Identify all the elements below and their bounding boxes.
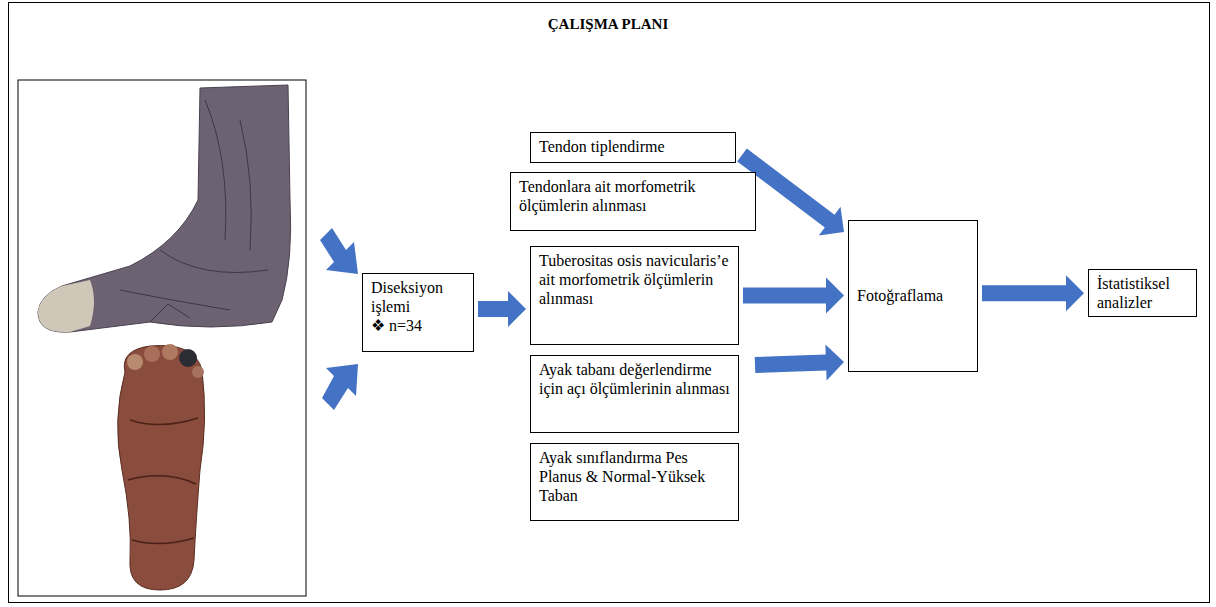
- block-arrow: [982, 275, 1084, 311]
- box-text: Fotoğraflama: [857, 286, 969, 305]
- process-box: Ayak tabanı değerlendirme için açı ölçüm…: [530, 355, 739, 433]
- block-arrow: [478, 291, 526, 327]
- box-text: Tendonlara ait morfometrik ölçümlerin al…: [519, 177, 747, 215]
- analysis-box: İstatistiksel analizler: [1088, 269, 1197, 317]
- block-arrow: [755, 345, 844, 381]
- dissection-box: Diseksiyon işlemi❖ n=34: [362, 273, 474, 352]
- process-box: Ayak sınıflandırma Pes Planus & Normal-Y…: [530, 443, 739, 521]
- box-text: Ayak sınıflandırma Pes Planus & Normal-Y…: [539, 448, 730, 506]
- box-text: Diseksiyon işlemi: [371, 278, 465, 316]
- box-text: Tuberositas osis navicularis’e ait morfo…: [539, 251, 730, 309]
- process-box: Tendonlara ait morfometrik ölçümlerin al…: [510, 172, 756, 231]
- diagram-title: ÇALIŞMA PLANI: [0, 16, 1216, 33]
- box-text: ❖ n=34: [371, 316, 465, 335]
- box-text: Tendon tiplendirme: [539, 137, 727, 156]
- box-text: Ayak tabanı değerlendirme için açı ölçüm…: [539, 360, 730, 398]
- process-box: Tuberositas osis navicularis’e ait morfo…: [530, 246, 739, 345]
- box-text: İstatistiksel analizler: [1097, 274, 1188, 312]
- process-box: Tendon tiplendirme: [530, 132, 736, 163]
- photo-box: Fotoğraflama: [848, 220, 978, 372]
- block-arrow: [743, 278, 844, 314]
